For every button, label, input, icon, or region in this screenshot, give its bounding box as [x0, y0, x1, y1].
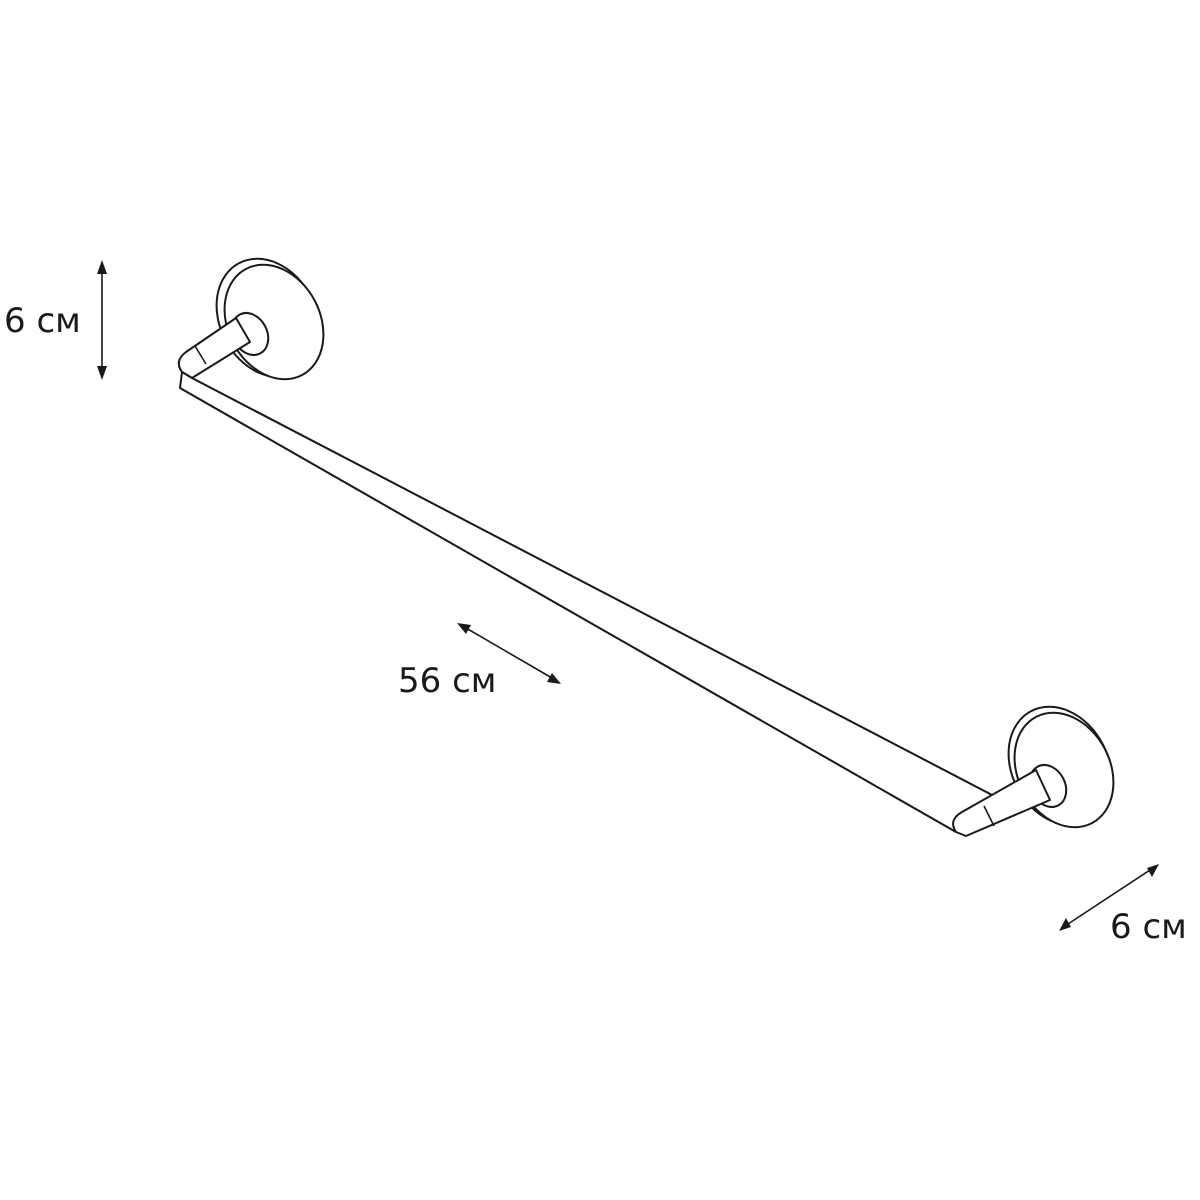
height-arrow-top [97, 260, 107, 274]
left-arm [177, 317, 251, 379]
left-wall-mount [177, 257, 325, 381]
height-arrow-bottom [97, 366, 107, 380]
depth-arrow-bottom [1059, 918, 1071, 931]
length-dimension-line [465, 627, 553, 679]
left-arm-seam [194, 345, 207, 365]
right-arm-seam [983, 805, 995, 827]
length-arrow-right [547, 673, 561, 684]
depth-dimension-label: 6 см [1110, 907, 1187, 947]
left-mount-plate-face [223, 263, 325, 381]
rail-body [179, 371, 995, 833]
right-mount-plate-face [1013, 711, 1115, 829]
depth-arrow-top [1147, 864, 1159, 877]
towel-rail [179, 371, 995, 833]
rail-edge-bottom [179, 387, 957, 833]
depth-dimension-line [1067, 869, 1151, 925]
length-dimension-label: 56 см [398, 661, 496, 701]
length-dimension: 56 см [398, 623, 561, 701]
right-arm [952, 769, 1051, 837]
depth-dimension: 6 см [1059, 864, 1187, 947]
height-dimension: 6 см [4, 260, 107, 380]
rail-edge-top [191, 377, 995, 797]
right-wall-mount [952, 705, 1115, 837]
length-arrow-left [457, 623, 471, 634]
height-dimension-label: 6 см [4, 301, 81, 341]
